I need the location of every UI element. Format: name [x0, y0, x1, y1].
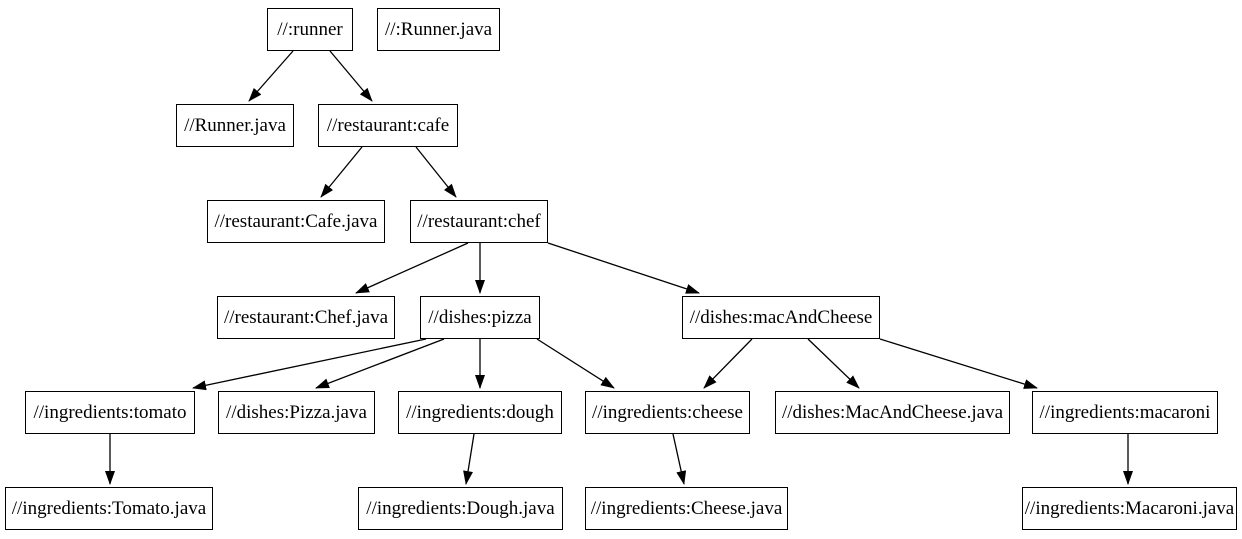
node-runner-java-root: //:Runner.java [377, 8, 500, 51]
node-macaroni-java: //ingredients:Macaroni.java [1022, 487, 1237, 530]
node-mac-and-cheese: //dishes:macAndCheese [682, 296, 880, 339]
node-chef-java: //restaurant:Chef.java [217, 296, 395, 339]
node-tomato-java: //ingredients:Tomato.java [5, 487, 213, 530]
node-cafe: //restaurant:cafe [318, 104, 458, 147]
node-runner-java: //Runner.java [176, 104, 294, 147]
node-cheese: //ingredients:cheese [585, 391, 750, 434]
edge-cafe-to-cafe-java [320, 146, 363, 198]
node-mac-and-cheese-java: //dishes:MacAndCheese.java [775, 391, 1010, 434]
node-pizza-java: //dishes:Pizza.java [218, 391, 375, 434]
node-runner: //:runner [267, 8, 353, 51]
edge-pizza-to-cheese [536, 338, 615, 389]
edge-dough-to-dough-java [463, 433, 475, 485]
edge-pizza-to-pizza-java [315, 338, 445, 389]
edge-cheese-to-cheese-java [672, 433, 687, 485]
edge-chef-to-mac-and-cheese [547, 242, 700, 294]
edge-pizza-to-tomato [192, 338, 427, 391]
node-dough: //ingredients:dough [398, 391, 562, 434]
node-dough-java: //ingredients:Dough.java [358, 487, 563, 530]
node-cafe-java: //restaurant:Cafe.java [207, 200, 385, 243]
node-chef: //restaurant:chef [410, 200, 548, 243]
edge-runner-to-runner-java [248, 50, 294, 102]
edge-runner-to-cafe [329, 50, 373, 102]
node-tomato: //ingredients:tomato [25, 391, 195, 434]
node-pizza: //dishes:pizza [420, 296, 540, 339]
node-cheese-java: //ingredients:Cheese.java [585, 487, 788, 530]
node-macaroni: //ingredients:macaroni [1032, 391, 1218, 434]
edge-cafe-to-chef [415, 146, 457, 198]
edge-mac-and-cheese-to-macaroni [879, 338, 1038, 389]
edge-mac-and-cheese-to-cheese [703, 338, 753, 389]
edge-chef-to-chef-java [355, 242, 469, 294]
edge-mac-and-cheese-to-mac-and-cheese-java [807, 338, 860, 389]
